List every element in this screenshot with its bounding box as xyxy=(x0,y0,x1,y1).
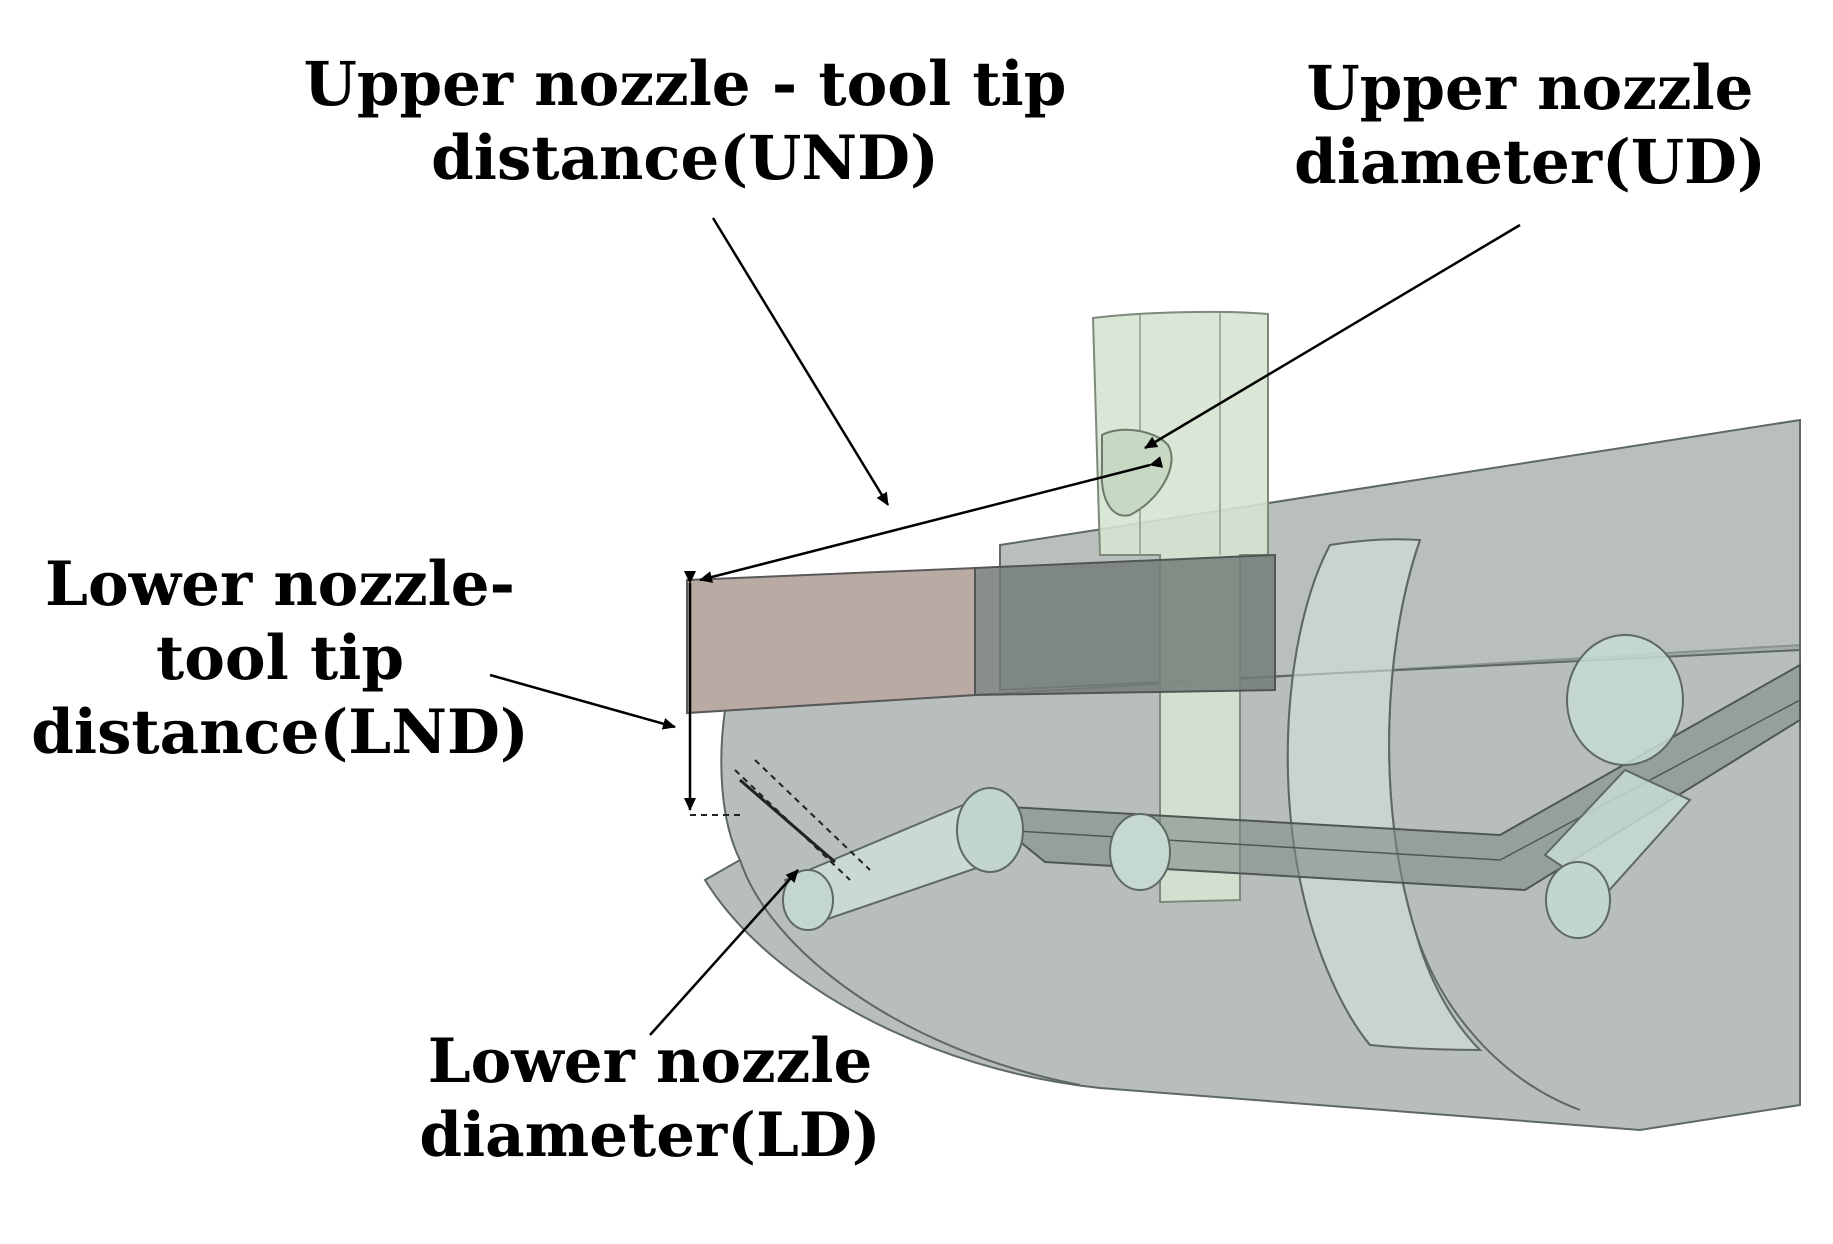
tool-insert-front xyxy=(686,566,976,715)
label-ud-line2: diameter(UD) xyxy=(1294,127,1766,198)
und-pointer-arrow xyxy=(711,217,890,506)
right-port-upper xyxy=(1566,634,1684,766)
ud-pointer-arrow xyxy=(1144,223,1521,450)
middle-port xyxy=(1109,813,1171,891)
tool-holder-body xyxy=(703,643,1801,1132)
label-upper-nozzle-tool-tip-distance: Upper nozzle - tool tip distance(UND) xyxy=(290,48,1080,196)
lower-nozzle-outlet xyxy=(782,869,834,931)
label-lower-nozzle-tool-tip-distance: Lower nozzle- tool tip distance(LND) xyxy=(30,548,530,770)
lower-nozzle-tip-guide xyxy=(739,778,836,864)
lower-nozzle-inlet xyxy=(956,787,1024,873)
label-lnd-line2: tool tip xyxy=(156,623,404,694)
lnd-pointer-arrow xyxy=(489,673,676,730)
tool-insert-shank xyxy=(974,553,1276,697)
label-ld-line2: diameter(LD) xyxy=(419,1100,881,1171)
label-lnd-line1: Lower nozzle- xyxy=(45,549,515,620)
label-lower-nozzle-diameter: Lower nozzle diameter(LD) xyxy=(410,1025,890,1173)
ld-pointer-arrow xyxy=(649,869,799,1036)
tool-holder-lower-curve xyxy=(739,859,1081,1086)
tool-holder-ring-right xyxy=(1388,539,1581,1111)
label-und-line2: distance(UND) xyxy=(431,123,939,194)
label-upper-nozzle-diameter: Upper nozzle diameter(UD) xyxy=(1275,52,1785,200)
label-lnd-line3: distance(LND) xyxy=(31,697,529,768)
label-ld-line1: Lower nozzle xyxy=(427,1026,873,1097)
right-port-lower xyxy=(1545,861,1611,939)
label-ud-line1: Upper nozzle xyxy=(1306,53,1754,124)
label-und-line1: Upper nozzle - tool tip xyxy=(303,49,1067,120)
und-dimension-line xyxy=(699,456,1164,583)
